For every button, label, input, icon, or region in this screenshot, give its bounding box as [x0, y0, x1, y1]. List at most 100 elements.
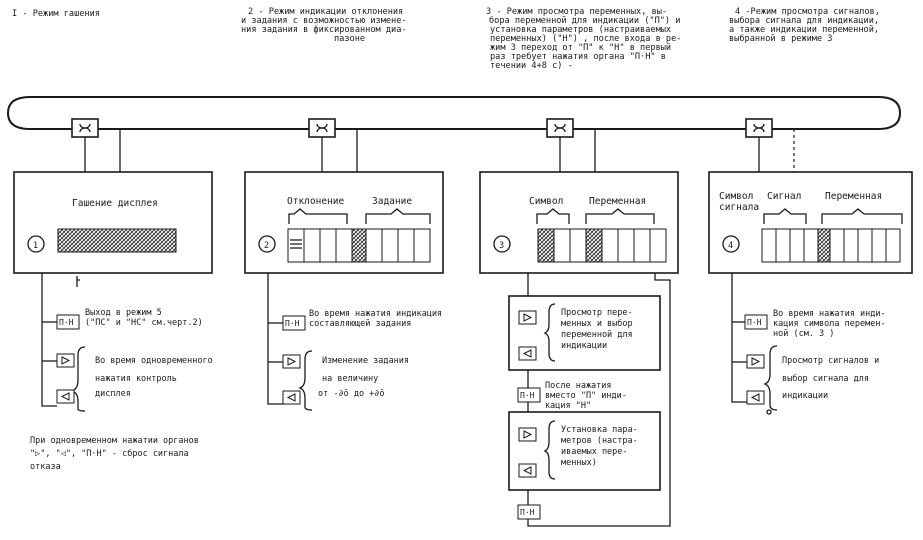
svg-text:выбора сигнала для индикации,: выбора сигнала для индикации, [729, 15, 879, 26]
svg-text:переменных) ("Н") , после вход: переменных) ("Н") , после входа в ре- [490, 34, 681, 44]
panel-3-label-variable: Переменная [589, 196, 646, 207]
svg-text:выбранной в режиме 3: выбранной в режиме 3 [729, 33, 832, 44]
note-c1-pn: Выход в режим 5 ("ПС" и "НС" см.черт.2) [85, 308, 203, 328]
note-c1-arrows: Во время одновременного нажатия контроль… [95, 356, 213, 399]
svg-text:Изменение задания: Изменение задания [322, 356, 409, 366]
note-c3-box1: Просмотр пере- менных и выбор переменной… [561, 308, 633, 351]
svg-text:П·Н: П·Н [747, 318, 762, 327]
panel-2-label-deviation: Отклонение [287, 196, 344, 207]
svg-text:("ПС" и "НС" см.черт.2): ("ПС" и "НС" см.черт.2) [85, 318, 203, 328]
pn-button-1[interactable]: П·Н [56, 314, 80, 330]
svg-text:Во время нажатия индикация: Во время нажатия индикация [309, 309, 442, 319]
mode-4-number: 4 [728, 241, 733, 251]
panel-mode-3: Символ Переменная 3 [479, 171, 679, 274]
pn-button-3a[interactable]: П·Н [517, 387, 541, 403]
svg-text:вместо "П" инди-: вместо "П" инди- [545, 391, 627, 401]
svg-text:установка параметров (настраив: установка параметров (настраиваемых [490, 25, 671, 35]
header-mode-2: 2 - Режим индикации отклонения и задания… [241, 7, 407, 44]
svg-text:менных и выбор: менных и выбор [561, 318, 633, 329]
header-mode-3: 3 - Режим просмотра переменных, вы- бора… [486, 7, 681, 71]
header-mode-1: I - Режим гашения [12, 9, 100, 19]
blank-display [57, 228, 177, 253]
note-c4-arrows: Просмотр сигналов и выбор сигнала для ин… [782, 356, 879, 401]
mode-2-number: 2 [264, 241, 269, 251]
column-4-controls [731, 273, 778, 415]
svg-text:бора переменной для индикации: бора переменной для индикации ("П") и [489, 15, 680, 26]
note-c1-bottom: При одновременном нажатии органов "▷", "… [30, 436, 199, 472]
note-c2-pn: Во время нажатия индикация составляющей … [309, 309, 442, 329]
column-2-controls [267, 273, 313, 411]
svg-text:на величину: на величину [322, 374, 378, 384]
svg-text:При одновременном нажатии орга: При одновременном нажатии органов [30, 436, 199, 446]
mode-1-circle [27, 235, 45, 253]
mode-1-number: 1 [33, 241, 38, 251]
pn-button-4[interactable]: П·Н [744, 314, 768, 330]
indicator-row-2 [287, 228, 431, 263]
svg-text:П·Н: П·Н [59, 318, 74, 327]
pn-button-2[interactable]: П·Н [282, 315, 306, 331]
svg-text:Просмотр пере-: Просмотр пере- [561, 308, 633, 318]
svg-text:и задания с возможностью измен: и задания с возможностью измене- [241, 16, 407, 26]
svg-text:Установка пара-: Установка пара- [561, 425, 638, 435]
svg-text:течении 4+8 с) -: течении 4+8 с) - [490, 61, 573, 71]
bus-connectors [84, 129, 795, 172]
svg-text:иваемых пере-: иваемых пере- [561, 447, 628, 457]
svg-text:от -∂ō до +∂ō: от -∂ō до +∂ō [318, 389, 385, 399]
svg-text:П·Н: П·Н [285, 319, 300, 328]
note-c2-arrows: Изменение задания на величину от -∂ō до … [318, 356, 409, 399]
svg-text:пазоне: пазоне [334, 34, 365, 44]
note-c3-pn: После нажатия вместо "П" инди- кация "Н" [545, 381, 627, 411]
transition-bus [6, 96, 902, 130]
svg-text:кация символа перемен-: кация символа перемен- [773, 319, 886, 329]
svg-text:выбор сигнала для: выбор сигнала для [782, 373, 869, 384]
svg-text:нажатия контроль: нажатия контроль [95, 374, 177, 384]
svg-text:2 - Режим индикации отклонения: 2 - Режим индикации отклонения [248, 7, 403, 17]
transition-icon-1 [71, 118, 99, 138]
svg-text:менных): менных) [561, 458, 597, 468]
panel-4-label-signal-word: сигнала [719, 202, 759, 213]
panel-mode-1: Гашение дисплея 1 [13, 171, 213, 274]
mode-3-number: 3 [499, 241, 504, 251]
svg-text:П·Н: П·Н [520, 391, 535, 400]
transition-icon-2 [308, 118, 336, 138]
pn-button-3b[interactable]: П·Н [517, 504, 541, 520]
svg-text:метров (настра-: метров (настра- [561, 436, 638, 446]
svg-text:индикации: индикации [561, 341, 607, 351]
svg-text:кация "Н": кация "Н" [545, 401, 591, 411]
indicator-row-3 [537, 228, 667, 263]
svg-text:Во время одновременного: Во время одновременного [95, 356, 213, 366]
svg-text:Просмотр сигналов и: Просмотр сигналов и [782, 356, 879, 366]
svg-text:3 - Режим просмотра переменных: 3 - Режим просмотра переменных, вы- [486, 7, 667, 17]
transition-icon-4 [745, 118, 773, 138]
svg-text:а также индикации переменной,: а также индикации переменной, [729, 25, 879, 35]
panel-4-label-symbol: Символ [719, 191, 753, 202]
svg-text:жим 3 переход от "П" к "Н" в п: жим 3 переход от "П" к "Н" в первый [490, 43, 671, 53]
arrow-buttons-4[interactable] [746, 354, 765, 405]
transition-icon-3 [546, 118, 574, 138]
arrow-buttons-1[interactable] [56, 353, 75, 404]
panel-2-label-setpoint: Задание [372, 196, 412, 207]
panel-3-label-symbol: Символ [529, 196, 563, 207]
svg-text:дисплея: дисплея [95, 389, 131, 399]
svg-text:отказа: отказа [30, 462, 61, 472]
svg-text:4 -Режим просмотра сигналов,: 4 -Режим просмотра сигналов, [735, 7, 880, 17]
svg-text:раз требует нажатия органа "П·: раз требует нажатия органа "П·Н" в [490, 51, 666, 62]
svg-text:Во время нажатия инди-: Во время нажатия инди- [773, 309, 886, 319]
note-c4-pn: Во время нажатия инди- кация символа пер… [773, 309, 886, 339]
svg-text:"▷", "◁", "П·Н" - сброс сигнал: "▷", "◁", "П·Н" - сброс сигнала [30, 448, 189, 459]
svg-text:П·Н: П·Н [520, 508, 535, 517]
svg-text:переменной для: переменной для [561, 330, 633, 340]
svg-text:После нажатия: После нажатия [545, 381, 612, 391]
arrow-buttons-2[interactable] [282, 354, 301, 405]
svg-text:ной (см. 3 ): ной (см. 3 ) [773, 329, 834, 339]
indicator-row-4 [761, 228, 901, 263]
svg-text:Выход в режим 5: Выход в режим 5 [85, 308, 162, 318]
svg-text:ния задания в фиксированном ди: ния задания в фиксированном диа- [241, 25, 407, 35]
panel-1-title: Гашение дисплея [72, 198, 158, 209]
note-c3-box2: Установка пара- метров (настра- иваемых … [561, 425, 638, 468]
panel-4-label-variable: Переменная [825, 191, 882, 202]
panel-mode-2: Отклонение Задание 2 [244, 171, 444, 274]
svg-text:индикации: индикации [782, 391, 828, 401]
panel-4-label-signal: Сигнал [767, 191, 801, 202]
